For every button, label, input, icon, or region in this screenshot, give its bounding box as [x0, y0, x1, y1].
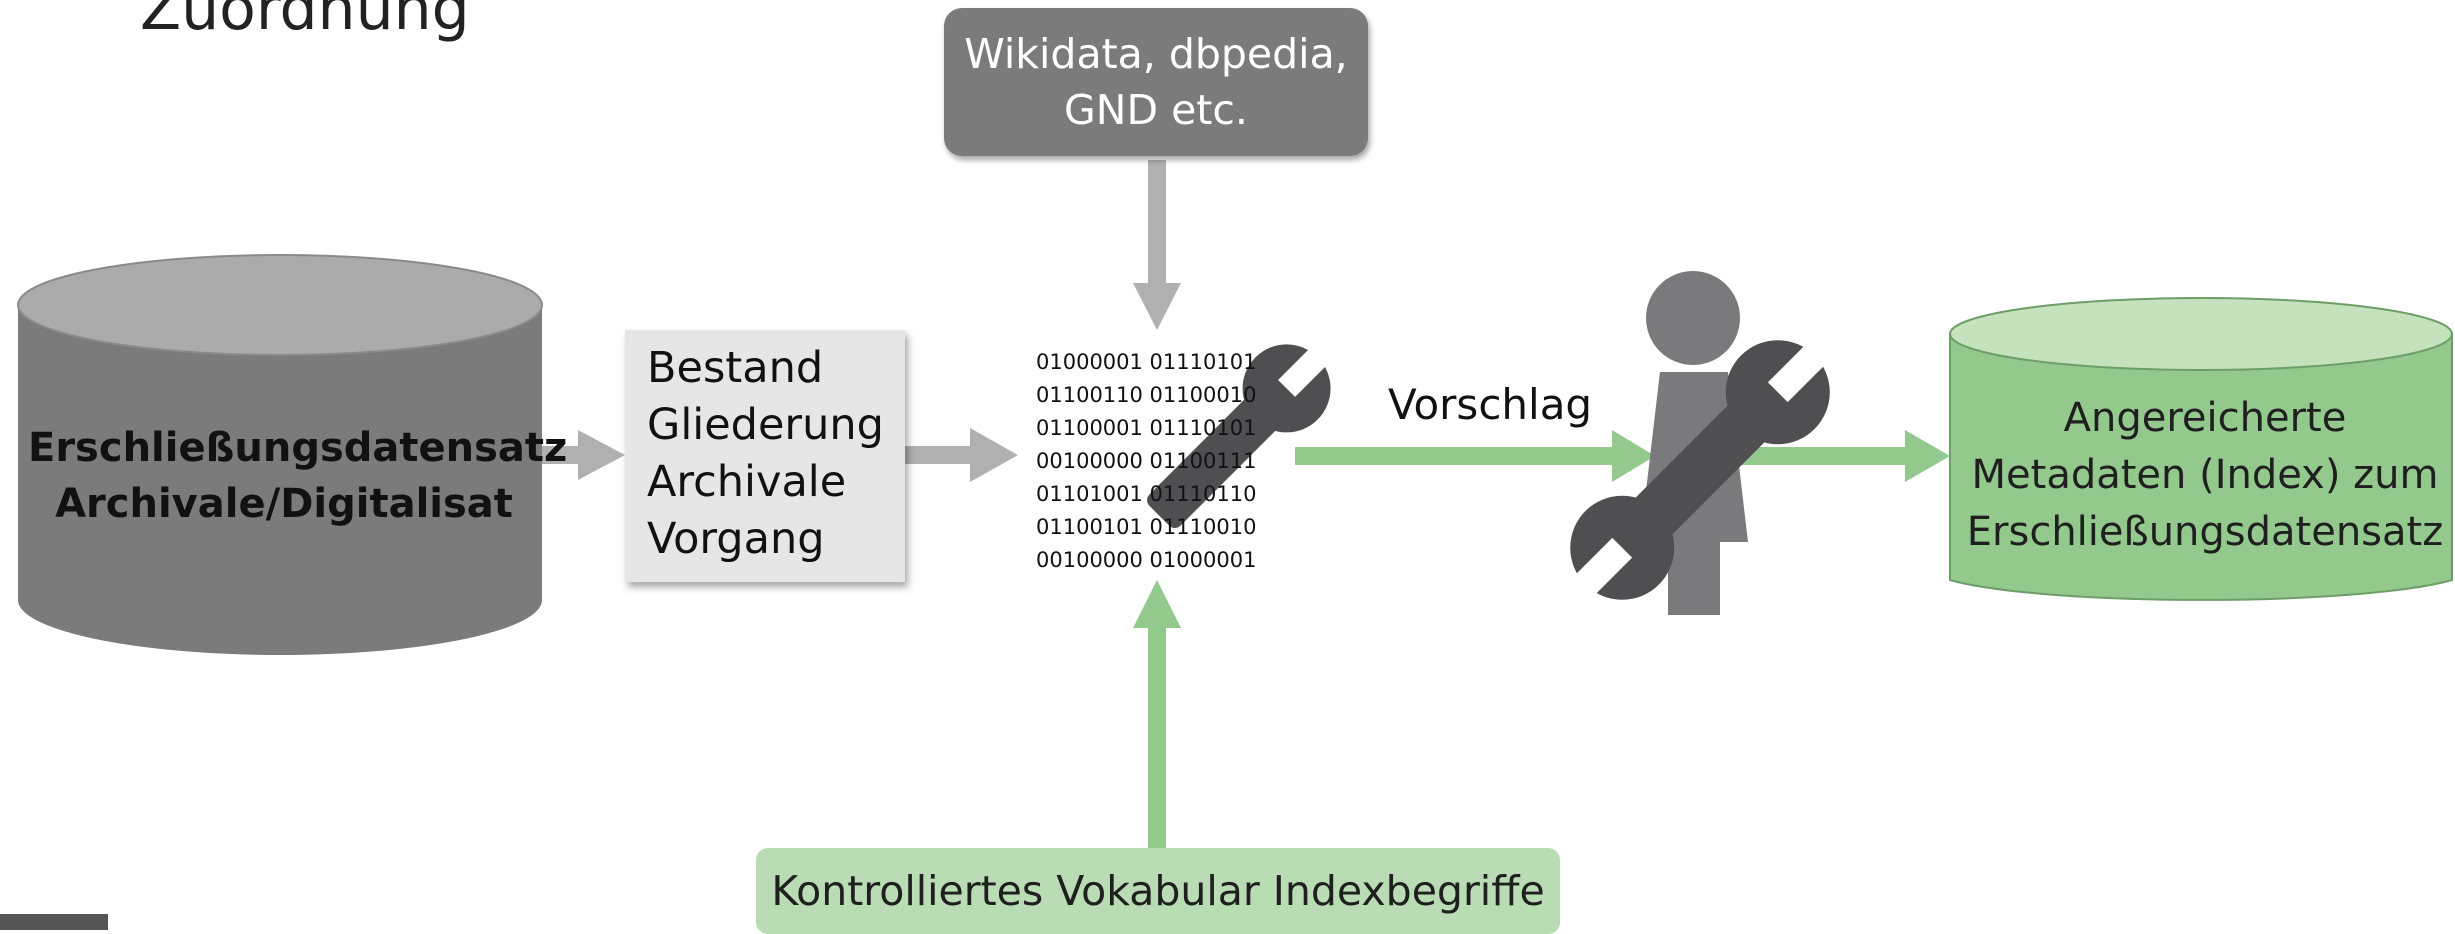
external-sources-line2: GND etc. — [1064, 86, 1248, 134]
arrow-sources-down — [1133, 160, 1181, 330]
binary-line: 01101001 01110110 — [1036, 482, 1257, 506]
slide-corner-mark — [0, 914, 108, 930]
binary-line: 01100110 01100010 — [1036, 383, 1257, 407]
binary-line: 00100000 01100111 — [1036, 449, 1257, 473]
wrench-icon-person — [1569, 339, 1831, 601]
bestand-item: Bestand — [647, 343, 824, 393]
bestand-item: Vorgang — [647, 514, 825, 564]
target-database-line1: Angereicherte — [2063, 395, 2347, 441]
binary-line: 01000001 01110101 — [1036, 350, 1257, 374]
binary-data: 01000001 01110101 01100110 01100010 0110… — [1036, 346, 1256, 577]
arrow-vocabulary-up — [1133, 580, 1181, 850]
source-database-label: Erschließungsdatensatz Archivale/Digital… — [28, 420, 568, 532]
arrow-to-target-db — [1735, 430, 1950, 482]
binary-line: 00100000 01000001 — [1036, 548, 1257, 572]
vocabulary-box: Kontrolliertes Vokabular Indexbegriffe — [756, 848, 1560, 934]
arrow-suggestion-right — [1295, 430, 1655, 482]
bestand-item: Gliederung — [647, 400, 884, 450]
arrow-bestand-to-processing — [905, 428, 1018, 482]
binary-line: 01100101 01110010 — [1036, 515, 1257, 539]
page-title: Zuordnung — [140, 0, 470, 44]
target-database-label: Angereicherte Metadaten (Index) zum Ersc… — [1950, 390, 2455, 561]
source-database — [17, 254, 543, 655]
source-database-line2: Archivale/Digitalisat — [55, 481, 513, 527]
bestand-item: Archivale — [647, 457, 847, 507]
suggestion-label: Vorschlag — [1388, 380, 1593, 429]
arrow-db-to-bestand — [542, 430, 625, 480]
external-sources-box: Wikidata, dbpedia, GND etc. — [944, 8, 1368, 156]
target-database — [1949, 297, 2453, 601]
bestand-box: Bestand Gliederung Archivale Vorgang — [625, 330, 905, 582]
source-database-line1: Erschließungsdatensatz — [28, 425, 568, 471]
binary-line: 01100001 01110101 — [1036, 416, 1257, 440]
target-database-line3: Erschließungsdatensatz — [1966, 509, 2444, 555]
wrench-icon — [1147, 344, 1331, 528]
target-database-line2: Metadaten (Index) zum — [1971, 452, 2439, 498]
external-sources-line1: Wikidata, dbpedia, — [964, 30, 1348, 78]
